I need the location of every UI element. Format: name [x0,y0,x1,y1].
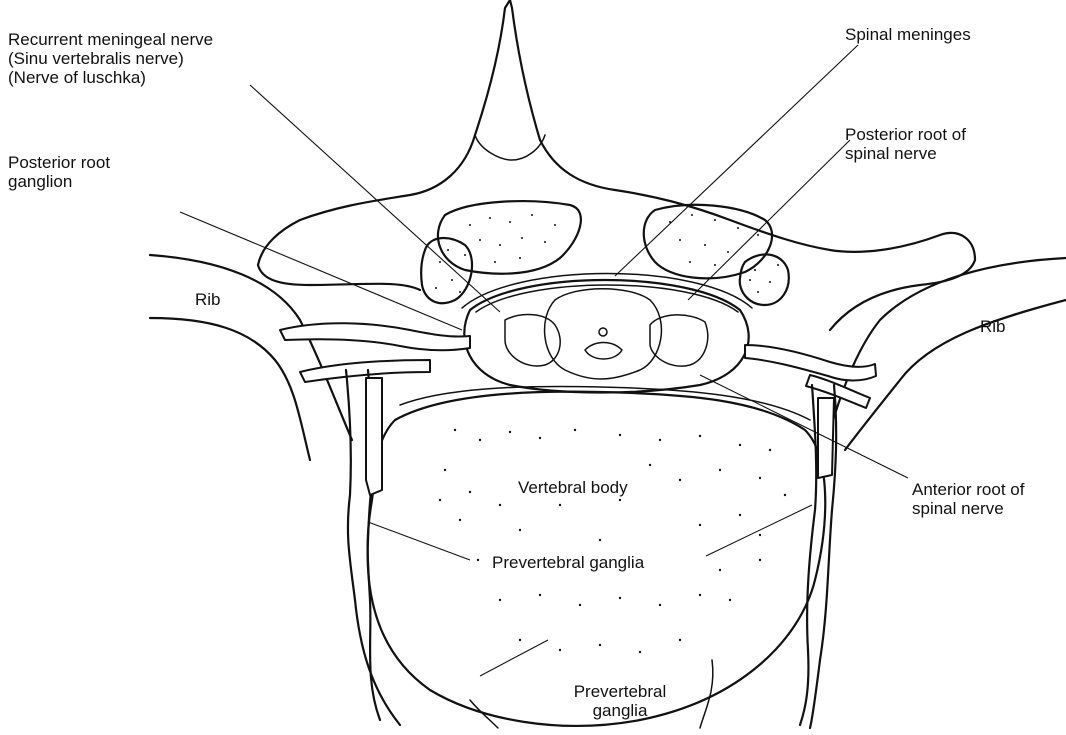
leader-spinal-meninges [615,45,858,276]
left-ganglion-upper [366,378,382,495]
lamina-stipple [435,214,779,293]
label-line: ganglia [550,701,690,720]
label-line: Posterior root of [845,125,966,144]
label-line: Anterior root of [912,480,1024,499]
label-line: Prevertebral [550,682,690,701]
leader-prevertebral-lower-left [480,640,548,676]
label-line: ganglion [8,172,110,191]
right-facet [740,254,789,305]
left-spinal-nerve [280,323,470,350]
spinous-notch [475,135,545,160]
spinous-process-left [258,265,420,290]
spinal-cord [545,289,662,379]
gray-matter [585,343,622,360]
label-spinal-meninges: Spinal meninges [845,25,971,44]
left-chain-branch [470,700,498,728]
leader-posterior-root-spinal-nerve [688,140,850,300]
label-line: (Nerve of luschka) [8,68,213,87]
label-posterior-root-of-spinal-nerve: Posterior root of spinal nerve [845,125,966,163]
right-chain-branch [700,660,713,728]
label-rib-right: Rib [980,317,1006,336]
label-line: spinal nerve [845,144,966,163]
label-line: spinal nerve [912,499,1024,518]
leader-recurrent-meningeal [250,85,500,312]
right-lamina [644,205,772,279]
leader-prevertebral-left [368,522,470,560]
label-anterior-root-of-spinal-nerve: Anterior root of spinal nerve [912,480,1024,518]
left-rib [150,255,352,440]
right-nerve-root [650,315,708,366]
label-rib-left: Rib [195,290,221,309]
left-lamina [438,201,581,274]
label-recurrent-meningeal-nerve: Recurrent meningeal nerve (Sinu vertebra… [8,30,213,87]
label-line: Recurrent meningeal nerve [8,30,213,49]
label-line: Posterior root [8,153,110,172]
central-canal [599,328,607,336]
body-stipple [439,429,786,653]
label-line: (Sinu vertebralis nerve) [8,49,213,68]
label-prevertebral-ganglia-lower: Prevertebral ganglia [550,682,690,720]
label-prevertebral-ganglia: Prevertebral ganglia [492,553,644,572]
label-posterior-root-ganglion: Posterior root ganglion [8,153,110,191]
leader-prevertebral-right [706,505,812,556]
leader-posterior-root-ganglion [180,212,462,330]
right-sympathetic-chain [800,385,816,725]
leader-anterior-root [700,375,908,478]
label-vertebral-body: Vertebral body [518,478,628,497]
